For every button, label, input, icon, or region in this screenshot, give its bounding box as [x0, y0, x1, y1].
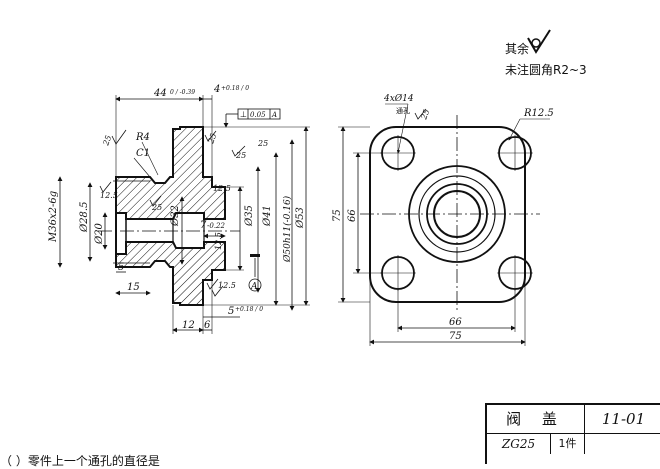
dim-len44: 44 — [153, 88, 167, 99]
geo-tol-value: 0.05 — [250, 111, 266, 119]
roughness-12-5d: 12.5 — [218, 281, 236, 290]
roughness-symbol-icon — [527, 29, 551, 54]
title-block-row: 阀 盖 11-01 — [487, 405, 660, 434]
label-through: 通孔 — [396, 106, 410, 115]
flange-outline — [369, 126, 526, 303]
dim-d20: Ø20 — [94, 222, 105, 245]
datum-a-label: A — [250, 282, 258, 292]
roughness-end-25: 25 — [419, 108, 431, 122]
dim-len15: 15 — [127, 282, 140, 293]
roughness-25b: 25 — [151, 203, 162, 212]
dim-d50: Ø50h11(-0.16) — [282, 195, 293, 263]
dim-len12: 12 — [182, 320, 195, 331]
label-r12-5: R12.5 — [523, 108, 554, 119]
dim-h66: 66 — [347, 209, 358, 222]
drawing-number: 11-01 — [601, 410, 646, 428]
dim-len7-tol: -0.22 — [207, 222, 225, 230]
section-body-lower — [115, 241, 226, 306]
roughness-25a: 25 — [101, 134, 113, 148]
dim-w75: 75 — [449, 331, 462, 342]
dim-w66: 66 — [449, 317, 462, 328]
dim-d41: Ø41 — [262, 205, 273, 227]
label-c1: C1 — [136, 148, 150, 159]
roughness-25d: 25 — [235, 151, 246, 160]
dim-len4: 4 — [213, 84, 220, 95]
roughness-12-5c: 12.5 — [214, 232, 223, 250]
geo-tol-datum: A — [271, 111, 277, 119]
part-name: 阀 盖 — [487, 405, 585, 433]
dim-len5a: 5 — [118, 262, 124, 273]
dim-d32: Ø32 — [170, 205, 181, 227]
question-caption: （ ）零件上一个通孔的直径是 — [0, 454, 160, 468]
roughness-12-5b: 12.5 — [213, 184, 231, 193]
dim-len44-tol: 0 / -0.39 — [170, 89, 195, 96]
roughness-25e: 25 — [257, 139, 268, 148]
roughness-other-label: 其余 — [505, 42, 530, 56]
quantity: 1件 — [551, 434, 585, 454]
dim-d35: Ø35 — [244, 205, 255, 227]
label-holes: 4xØ14 — [383, 93, 414, 104]
dim-len7: 7 — [200, 220, 207, 231]
label-r4: R4 — [135, 132, 150, 143]
dim-len4-tol: +0.18 / 0 — [221, 85, 249, 92]
dim-d28: Ø28.5 — [79, 202, 90, 233]
material: ZG25 — [487, 434, 551, 454]
roughness-25c: 25 — [206, 132, 218, 146]
title-block: 阀 盖 11-01 ZG25 1件 — [485, 403, 660, 464]
roughness-12-5a: 12.5 — [100, 191, 118, 200]
dim-m36: M36x2-6g — [48, 191, 59, 243]
svg-text:⊥: ⊥ — [240, 110, 247, 119]
dim-len5b-tol: +0.18 / 0 — [235, 306, 263, 313]
dim-len6: 6 — [204, 320, 211, 331]
dim-h75: 75 — [332, 209, 343, 222]
dim-d53: Ø53 — [295, 207, 306, 229]
fillet-note: 未注圆角R2~3 — [505, 63, 587, 77]
section-view: ⊥ — [57, 95, 310, 334]
end-view — [338, 103, 550, 346]
dim-len5b: 5 — [228, 306, 234, 317]
